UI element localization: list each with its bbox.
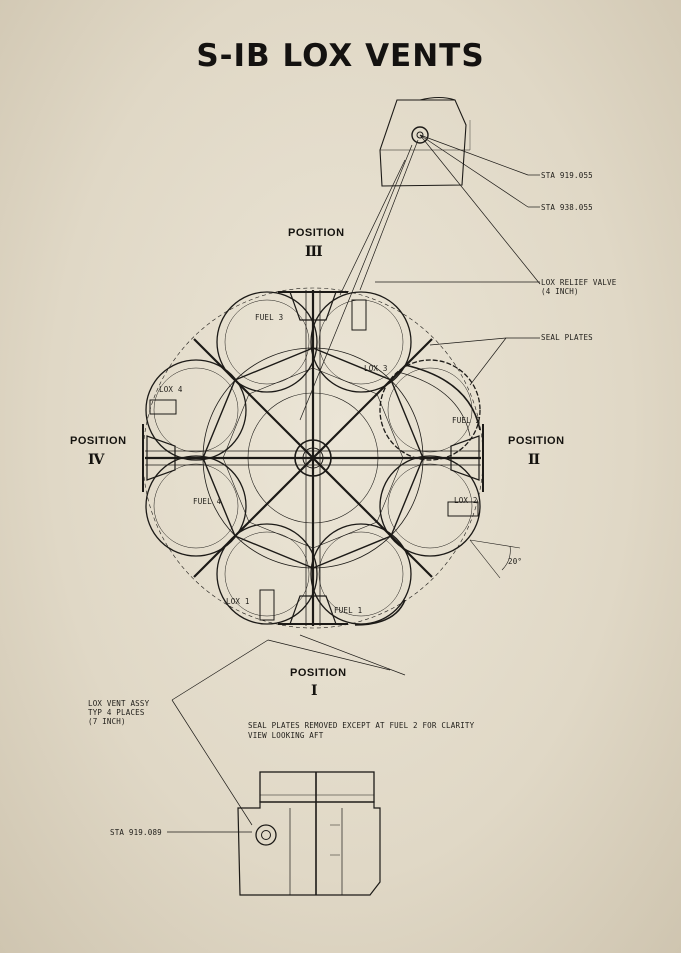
position-2-numeral: II (528, 452, 540, 468)
tank-label-lox-2: LOX 2 (454, 496, 478, 505)
position-1-numeral: I (311, 683, 317, 699)
tank-lox-3 (310, 291, 412, 393)
tank-fuel-1 (310, 523, 412, 625)
tank-label-fuel-1: FUEL 1 (334, 606, 363, 615)
tank-label-lox-1: LOX 1 (226, 597, 250, 606)
page-title: S-IB LOX VENTS (196, 38, 485, 74)
lox-relief-valve-size: (4 INCH) (541, 287, 579, 296)
lox-vent-assy-size: (7 INCH) (88, 717, 126, 726)
tank-lox-4 (145, 359, 247, 461)
tank-label-lox-4: LOX 4 (159, 385, 183, 394)
lox-vent-assy-qty: TYP 4 PLACES (88, 708, 145, 717)
position-3-label: POSITION (288, 227, 345, 239)
sta-919-089-label: STA 919.089 (110, 828, 162, 837)
vent-side-view (237, 771, 381, 896)
tank-label-fuel-3: FUEL 3 (255, 313, 284, 322)
tank-label-lox-3: LOX 3 (364, 364, 388, 373)
tank-lox-1 (216, 523, 318, 625)
position-1-label: POSITION (290, 667, 347, 679)
position-4-numeral: IV (88, 452, 104, 468)
relief-valve-detail (379, 97, 470, 187)
tank-fuel-3 (216, 291, 318, 393)
position-3-numeral: III (305, 244, 323, 260)
note-seal-plates: SEAL PLATES REMOVED EXCEPT AT FUEL 2 FOR… (248, 721, 475, 730)
bottom-leader-lines (167, 634, 406, 833)
tank-lox-2 (379, 455, 481, 557)
tank-label-fuel-2: FUEL 2 (452, 416, 481, 425)
note-view-looking-aft: VIEW LOOKING AFT (248, 731, 324, 740)
angle-label: 20° (508, 557, 523, 566)
tank-fuel-2 (379, 359, 481, 461)
position-2-label: POSITION (508, 435, 565, 447)
engine-cluster (142, 287, 521, 629)
lox-vent-assy-label: LOX VENT ASSY (88, 699, 150, 708)
tank-fuel-4 (145, 455, 247, 557)
tank-label-fuel-4: FUEL 4 (193, 497, 222, 506)
sta-938-055-label: STA 938.055 (541, 203, 593, 212)
sta-919-055-label: STA 919.055 (541, 171, 593, 180)
seal-plates-label: SEAL PLATES (541, 333, 593, 342)
top-leader-lines (299, 120, 541, 421)
position-4-label: POSITION (70, 435, 127, 447)
lox-relief-valve-label: LOX RELIEF VALVE (541, 278, 617, 287)
